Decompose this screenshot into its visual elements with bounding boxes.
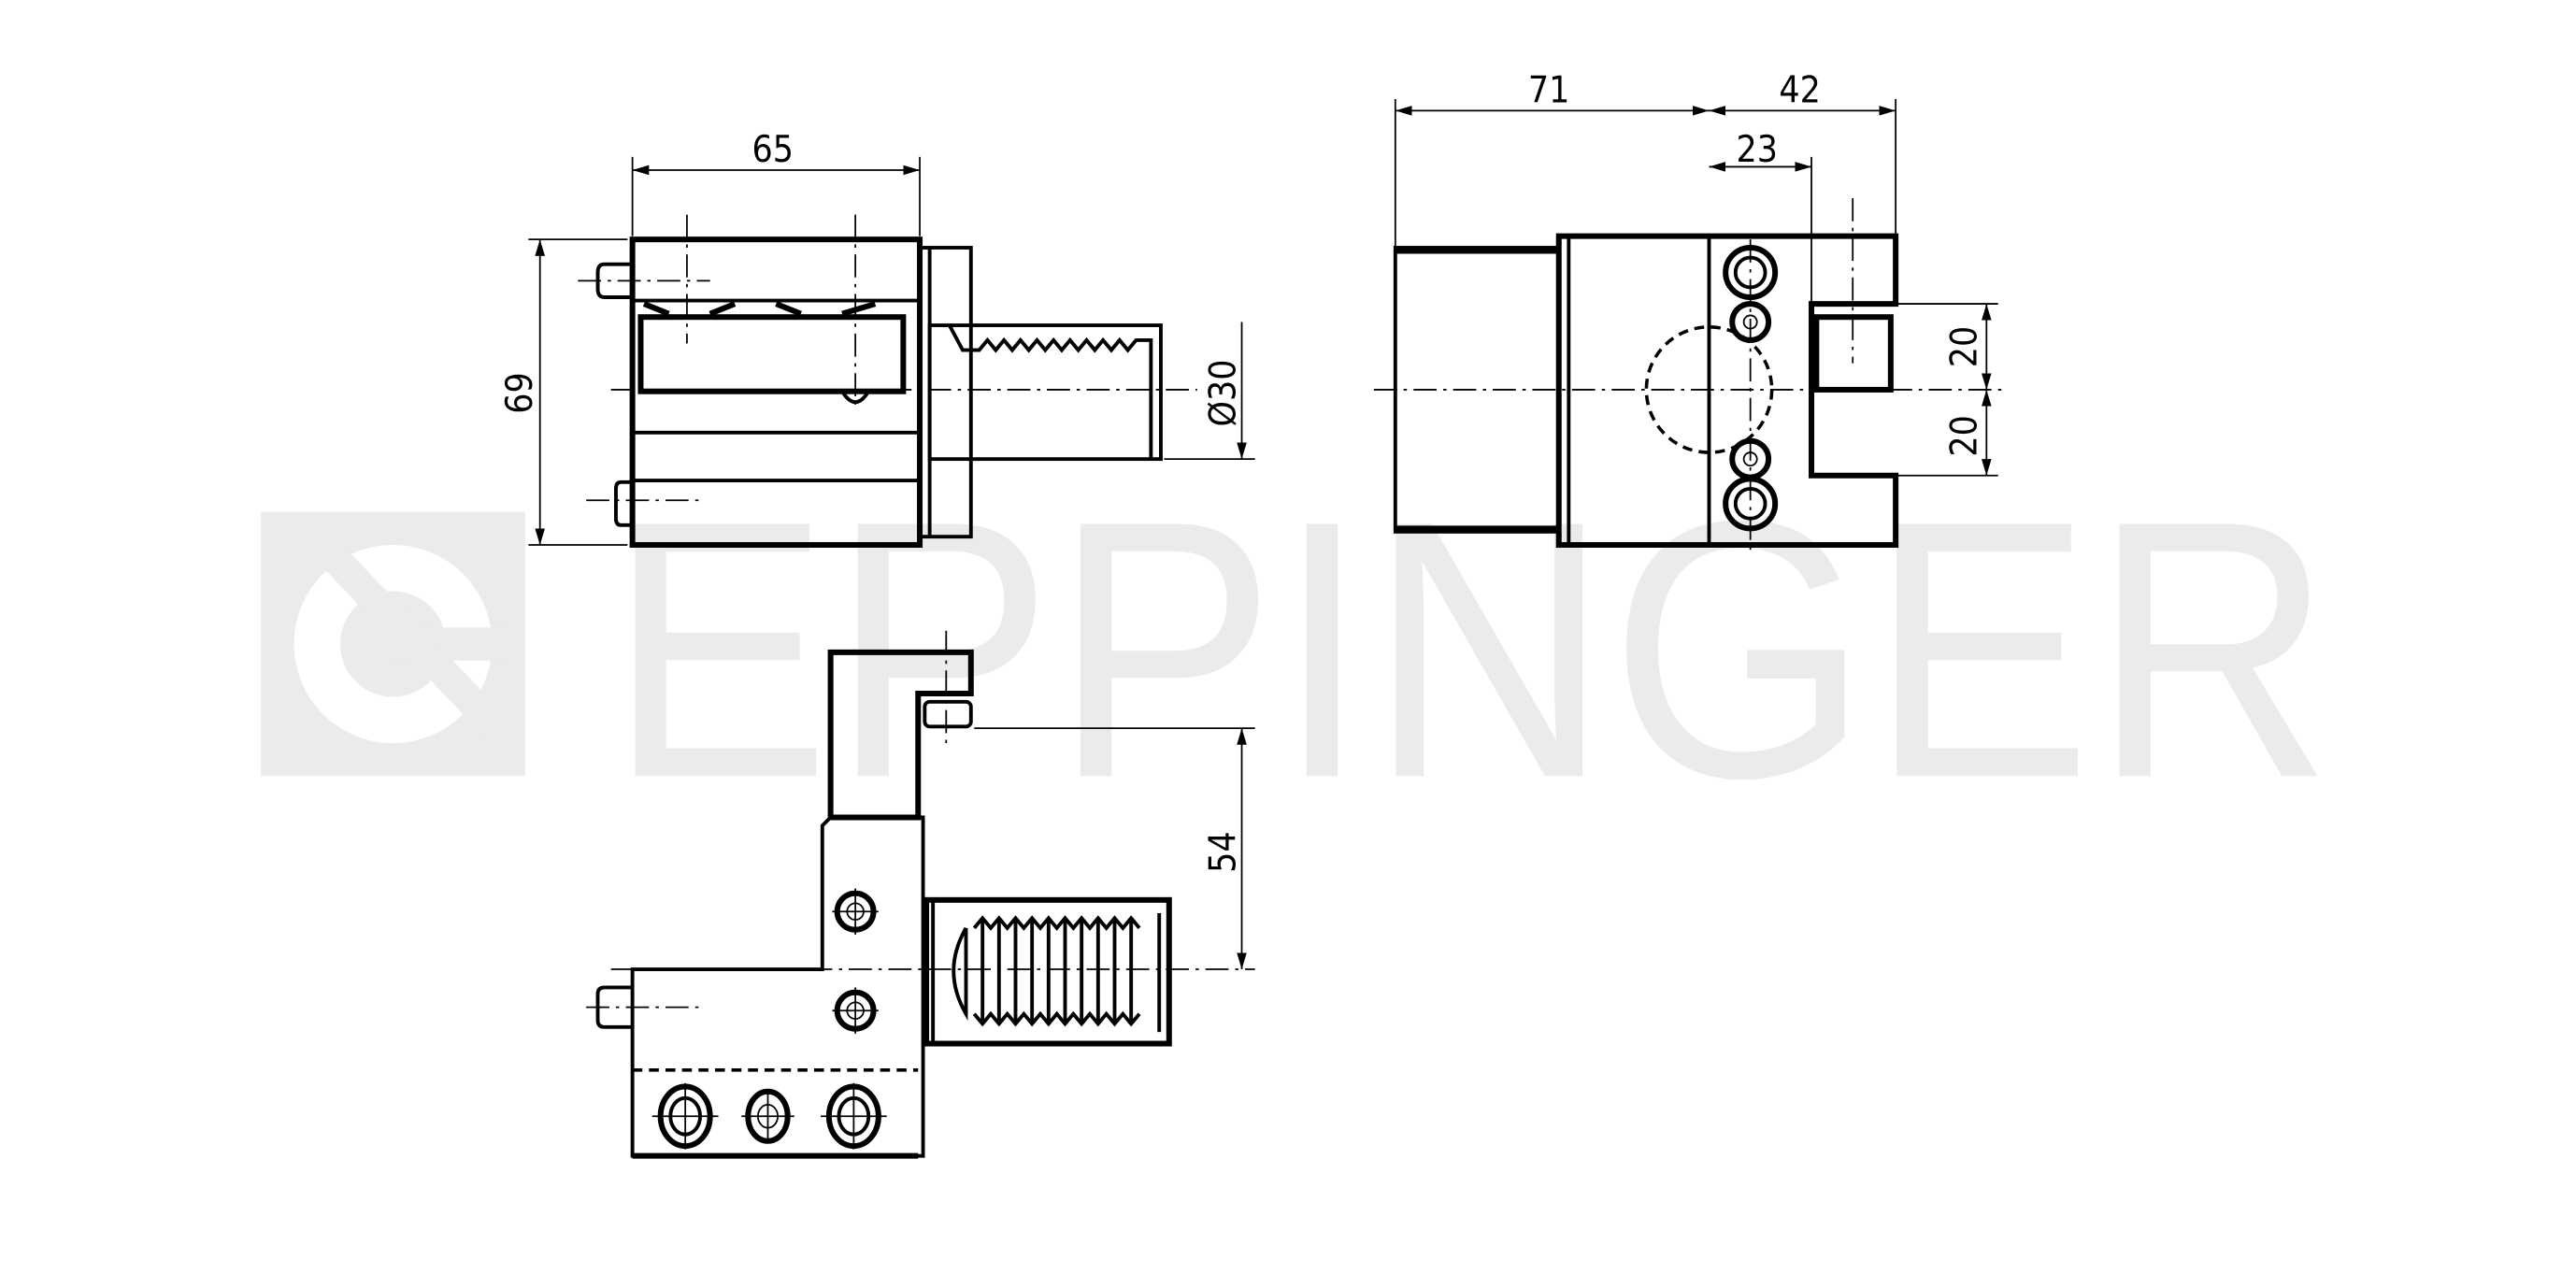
- dim-20-lower-label: 20: [1944, 415, 1986, 456]
- dim-54-label: 54: [1202, 831, 1244, 872]
- dim-65-label: 65: [752, 129, 794, 171]
- end-view: 71 42 23 20 20: [1373, 70, 2007, 553]
- dim-23-label: 23: [1736, 129, 1777, 171]
- dim-69-label: 69: [499, 372, 541, 413]
- plan-view: 54: [586, 630, 1255, 1159]
- side-view: 65 69 Ø30: [499, 129, 1255, 549]
- eppinger-watermark: EPPINGER: [261, 445, 2333, 854]
- dim-71-label: 71: [1528, 70, 1569, 112]
- dim-diameter-30-label: Ø30: [1202, 359, 1244, 426]
- dim-20-upper-label: 20: [1944, 326, 1986, 367]
- shank-thread: [972, 915, 1141, 1027]
- dim-42-label: 42: [1779, 70, 1820, 112]
